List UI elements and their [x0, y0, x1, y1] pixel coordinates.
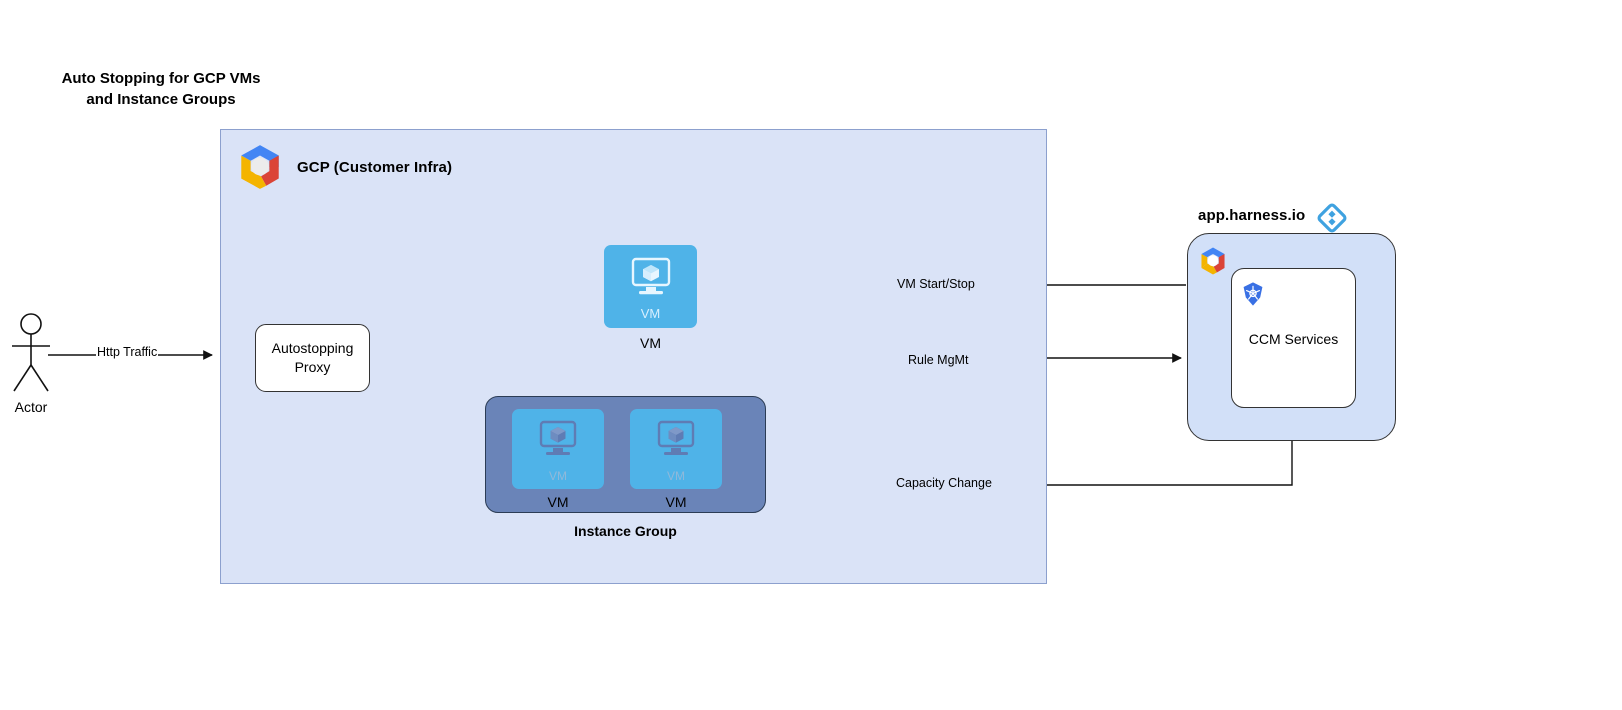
edge-label-http-traffic: Http Traffic	[96, 345, 159, 359]
instance-group-vm-1[interactable]: VM	[512, 409, 604, 489]
page-title: Auto Stopping for GCP VMs and Instance G…	[61, 70, 261, 108]
instance-group-vm-2-inner-label: VM	[667, 469, 685, 483]
ccm-services-label: CCM Services	[1248, 331, 1339, 347]
instance-group-node[interactable]: VM VM VM VM	[485, 396, 766, 513]
instance-group-vm-2-caption: VM	[665, 494, 687, 510]
instance-group-caption: Instance Group	[574, 523, 677, 539]
harness-diamond-logo-icon	[1316, 202, 1348, 234]
harness-label: app.harness.io	[1198, 207, 1306, 224]
kubernetes-icon	[1240, 281, 1266, 307]
gcp-container-label: GCP (Customer Infra)	[297, 159, 453, 176]
vm-monitor-cube-icon	[628, 256, 674, 299]
vm-standalone-caption: VM	[640, 335, 661, 351]
instance-group-vm-2[interactable]: VM	[630, 409, 722, 489]
actor-label: Actor	[14, 399, 48, 415]
instance-group-vm-1-inner-label: VM	[549, 469, 567, 483]
edge-label-capacity-change: Capacity Change	[894, 476, 994, 490]
gcp-hexagon-logo-icon	[234, 141, 286, 193]
vm-monitor-cube-icon	[654, 419, 698, 460]
vm-standalone-node[interactable]: VM	[604, 245, 697, 328]
vm-monitor-cube-icon	[536, 419, 580, 460]
vm-standalone-inner-label: VM	[640, 306, 661, 321]
autostopping-proxy-label: Autostopping Proxy	[271, 340, 354, 375]
gcp-hexagon-logo-icon	[1197, 245, 1229, 277]
edge-label-vm-start-stop: VM Start/Stop	[895, 277, 977, 291]
actor-stick-figure-icon	[6, 313, 56, 395]
instance-group-vm-1-caption: VM	[547, 494, 569, 510]
edge-label-rule-mgmt: Rule MgMt	[906, 353, 971, 367]
autostopping-proxy-node[interactable]: Autostopping Proxy	[255, 324, 370, 392]
